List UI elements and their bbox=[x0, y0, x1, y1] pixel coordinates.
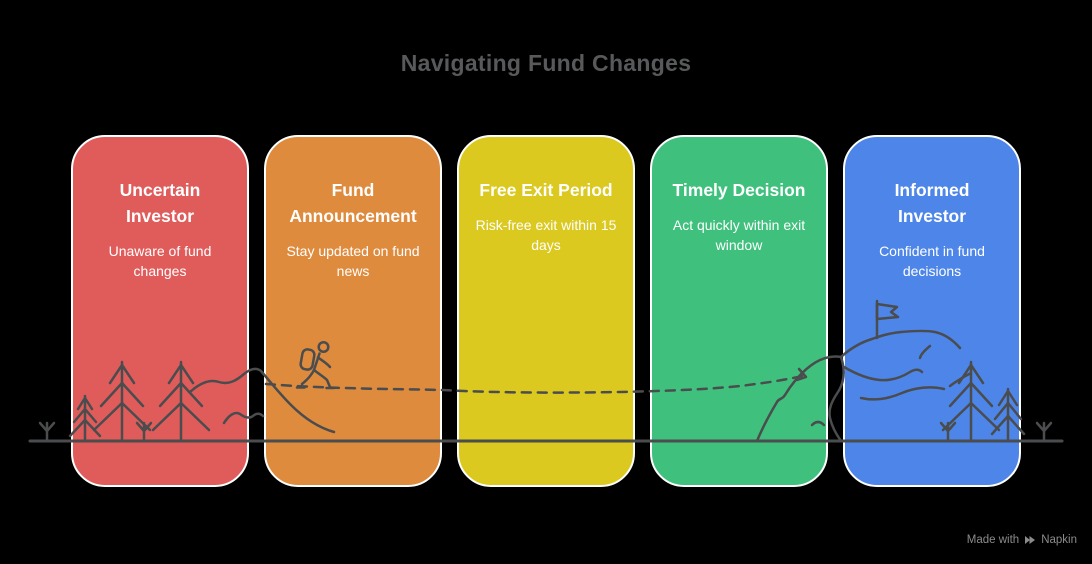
sprout-icon bbox=[38, 421, 56, 443]
card-subtitle: Act quickly within exit window bbox=[672, 217, 806, 253]
made-with-label: Made with bbox=[966, 534, 1020, 546]
card-fund-announcement: Fund Announcement Stay updated on fund n… bbox=[264, 135, 442, 487]
stage-cards: Uncertain Investor Unaware of fund chang… bbox=[71, 135, 1021, 487]
card-free-exit-period: Free Exit Period Risk-free exit within 1… bbox=[457, 135, 635, 487]
page-title: Navigating Fund Changes bbox=[400, 50, 692, 76]
card-uncertain-investor: Uncertain Investor Unaware of fund chang… bbox=[71, 135, 249, 487]
card-subtitle: Stay updated on fund news bbox=[286, 243, 420, 279]
card-subtitle: Confident in fund decisions bbox=[879, 243, 985, 279]
made-with-napkin: Made with Napkin bbox=[967, 534, 1077, 546]
card-informed-investor: Informed Investor Confident in fund deci… bbox=[843, 135, 1021, 487]
card-title: Free Exit Period bbox=[479, 180, 613, 200]
sprout-icon bbox=[1035, 421, 1053, 443]
card-title: Uncertain Investor bbox=[119, 180, 201, 226]
card-title: Fund Announcement bbox=[289, 180, 417, 226]
card-timely-decision: Timely Decision Act quickly within exit … bbox=[650, 135, 828, 487]
card-title: Timely Decision bbox=[672, 180, 806, 200]
napkin-logo-icon bbox=[1025, 536, 1036, 544]
card-title: Informed Investor bbox=[894, 180, 970, 226]
card-subtitle: Risk-free exit within 15 days bbox=[475, 217, 617, 253]
napkin-brand-label: Napkin bbox=[1041, 534, 1077, 546]
card-subtitle: Unaware of fund changes bbox=[108, 243, 212, 279]
